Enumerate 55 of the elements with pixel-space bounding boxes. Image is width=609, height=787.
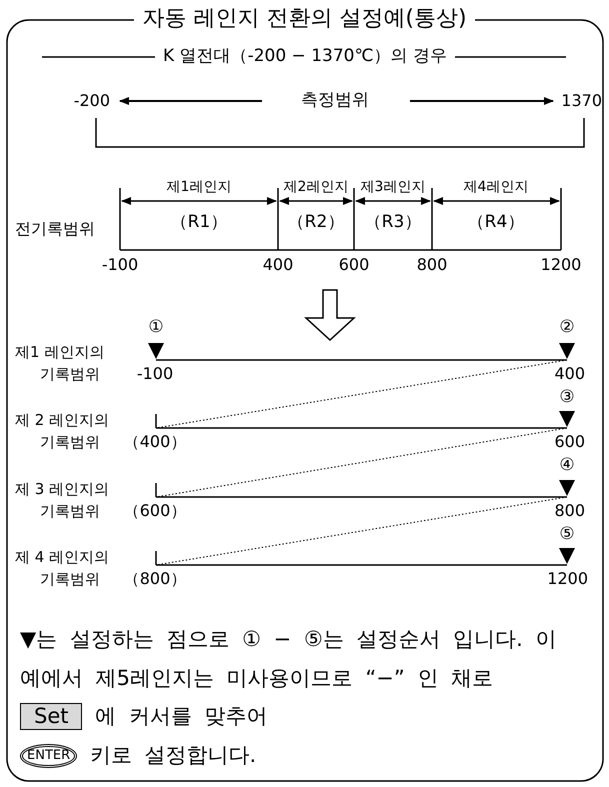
tick-mark	[155, 551, 157, 565]
tick-mark	[155, 483, 157, 497]
enter-key: ENTER	[20, 744, 78, 768]
note-text: 키로 설정합니다.	[90, 742, 256, 766]
scale-value: 800	[416, 256, 448, 274]
triangle-marker	[559, 480, 575, 496]
title: 자동 레인지 전환의 설정예(통상)	[134, 6, 475, 31]
set-button: Set	[20, 703, 82, 730]
range-code: （R1）	[170, 213, 228, 231]
step-number: ⑤	[559, 525, 575, 543]
range-name: 제2레인지	[284, 178, 348, 196]
range-line	[156, 359, 567, 361]
range-line	[156, 427, 567, 429]
triangle-marker	[559, 411, 575, 427]
range-value: （800）	[124, 570, 186, 588]
range-value: 1370	[561, 92, 602, 110]
triangle-marker	[559, 343, 575, 359]
range-code: （R2）	[288, 213, 344, 231]
range-value: （600）	[124, 502, 186, 520]
range-line	[156, 496, 567, 498]
range-line	[156, 564, 567, 566]
step-number: ①	[148, 318, 164, 336]
range-code: （R3）	[364, 213, 422, 231]
row-label: 전기록범위	[15, 220, 95, 238]
range-value: -200	[74, 92, 110, 110]
scale-value: 400	[262, 256, 294, 274]
step-number: ②	[559, 318, 575, 336]
triangle-marker	[559, 548, 575, 564]
step-number: ③	[559, 388, 575, 406]
range-code: （R4）	[468, 213, 524, 231]
tick-mark	[155, 414, 157, 428]
dotted-line	[156, 428, 568, 498]
step-number: ④	[559, 456, 575, 474]
row-label: 제 2 레인지의 기록범위	[15, 410, 110, 453]
range-name: 제3레인지	[360, 178, 426, 196]
range-value: -100	[136, 365, 174, 383]
note-text: ▼는 설정하는 점으로 ① − ⑤는 설정순서 입니다. 이 예에서 제5레인지는 미사용이므로 “−” 인 채로	[20, 627, 556, 690]
row-label: 제1 레인지의 기록범위	[15, 342, 106, 385]
range-name: 제4레인지	[464, 178, 528, 196]
range-name: 제1레인지	[166, 178, 232, 196]
range-label: 측정범위	[301, 91, 369, 109]
range-value: （400）	[124, 433, 186, 451]
row-label: 제 3 레인지의 기록범위	[15, 479, 110, 522]
scale-value: -100	[102, 256, 138, 274]
dotted-line	[156, 496, 568, 566]
note-text: 에 커서를 맞추어	[95, 704, 268, 728]
row-label: 제 4 레인지의 기록범위	[15, 547, 110, 590]
triangle-marker	[148, 343, 164, 359]
range-value: 400	[554, 365, 585, 383]
scale-value: 600	[338, 256, 370, 274]
range-value: 800	[554, 502, 585, 520]
range-value: 1200	[547, 570, 588, 588]
dotted-line	[156, 360, 568, 428]
scale-value: 1200	[540, 256, 582, 274]
range-value: 600	[554, 433, 585, 451]
